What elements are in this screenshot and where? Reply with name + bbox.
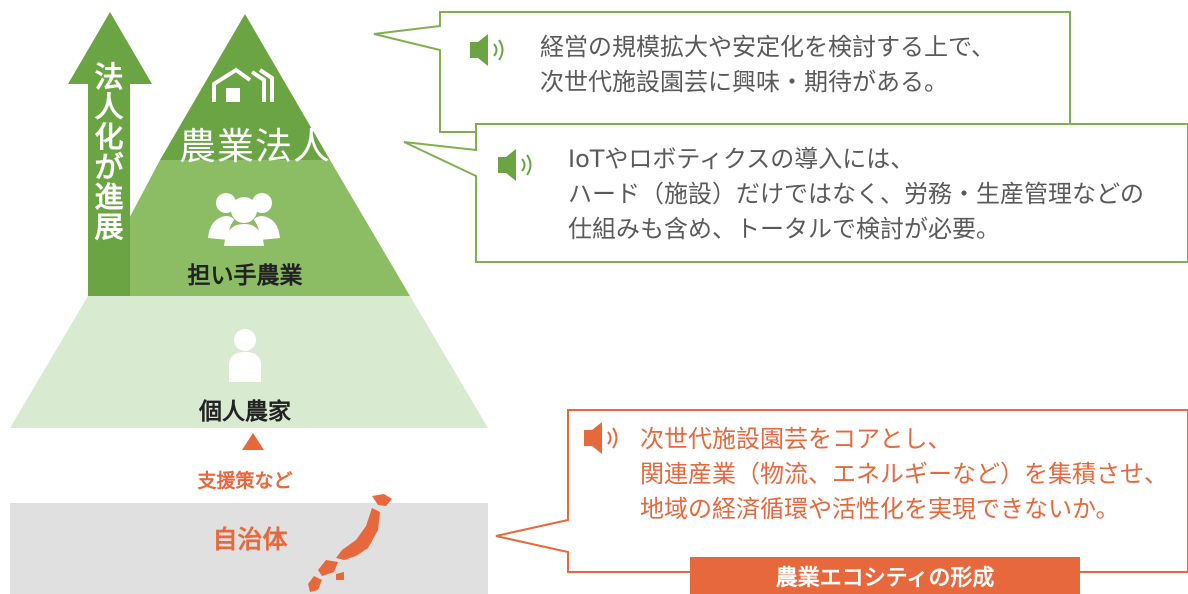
up-triangle-icon <box>242 433 264 450</box>
speaker-icon <box>498 149 532 181</box>
tier-label-top: 農業法人 <box>179 125 331 168</box>
callout-2-line: ハード（施設）だけではなく、労務・生産管理などの <box>568 180 1144 208</box>
callout-3-line: 地域の経済循環や活性化を実現できないか。 <box>640 495 1120 523</box>
speaker-icon <box>470 34 504 66</box>
callout-3-line: 次世代施設園芸をコアとし、 <box>640 425 952 453</box>
ecocity-banner: 農業エコシティの形成 <box>690 557 1080 594</box>
callout-2-line: IoTやロボティクスの導入には、 <box>568 145 915 173</box>
japan-map-icon <box>308 494 392 592</box>
speaker-icon <box>584 422 618 454</box>
support-label: 支援策など <box>197 470 293 492</box>
callout-1-text: 経営の規模拡大や安定化を検討する上で、 次世代施設園芸に興味・期待がある。 <box>540 30 995 100</box>
pyramid-top-tier <box>160 14 330 160</box>
callout-2-line: 仕組みも含め、トータルで検討が必要。 <box>568 215 1000 243</box>
callout-1 <box>373 11 1071 133</box>
callout-2 <box>403 123 1188 263</box>
callout-3 <box>495 409 1188 573</box>
barn-icon <box>212 67 274 102</box>
callout-1-line: 経営の規模拡大や安定化を検討する上で、 <box>540 33 996 61</box>
person-icon <box>229 329 261 382</box>
group-icon <box>208 193 280 246</box>
callout-1-line: 次世代施設園芸に興味・期待がある。 <box>540 68 948 96</box>
government-label: 自治体 <box>212 525 288 554</box>
callout-3-line: 関連産業（物流、エネルギーなど）を集積させ、 <box>640 460 1168 488</box>
callout-3-text: 次世代施設園芸をコアとし、 関連産業（物流、エネルギーなど）を集積させ、 地域の… <box>640 422 1168 527</box>
tier-label-bottom: 個人農家 <box>199 399 291 425</box>
progress-arrow <box>68 12 152 296</box>
government-block <box>10 503 488 594</box>
tier-label-middle: 担い手農業 <box>187 263 303 289</box>
callout-2-text: IoTやロボティクスの導入には、 ハード（施設）だけではなく、労務・生産管理など… <box>568 142 1144 247</box>
arrow-label: 法人化が進展 <box>94 60 124 244</box>
